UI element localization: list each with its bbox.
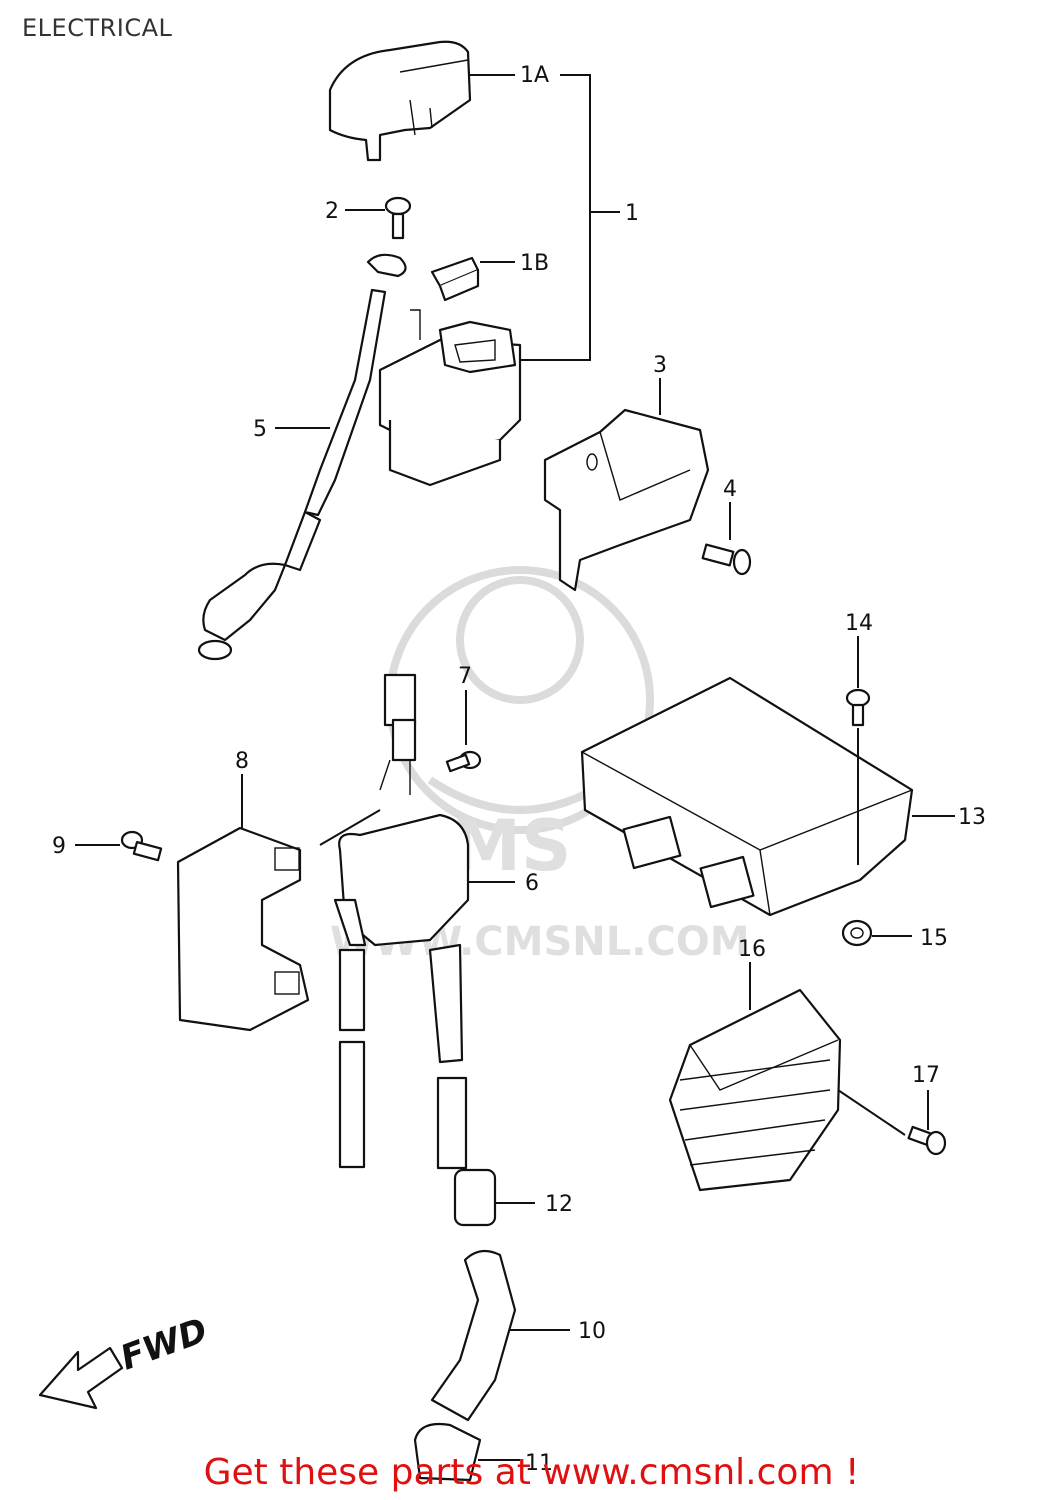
callout-15: 15 xyxy=(920,926,948,951)
callout-4: 4 xyxy=(723,477,737,502)
plug-boot-10 xyxy=(430,1249,517,1422)
nut-15 xyxy=(841,919,873,947)
callout-2: 2 xyxy=(325,199,339,224)
callout-6: 6 xyxy=(525,871,539,896)
bracket-3 xyxy=(543,408,710,592)
callout-11: 11 xyxy=(525,1451,553,1476)
callout-1B: 1B xyxy=(520,251,549,276)
fwd-arrow: FWD xyxy=(38,1310,213,1410)
regulator-16 xyxy=(668,988,842,1192)
screw-2 xyxy=(384,196,412,240)
callout-17: 17 xyxy=(912,1063,940,1088)
callout-14: 14 xyxy=(845,611,873,636)
ignition-coil-6 xyxy=(333,673,470,1169)
plug-cap-12 xyxy=(436,1076,497,1227)
fwd-label: FWD xyxy=(115,1310,212,1378)
bolt-4 xyxy=(701,543,752,576)
callout-1A: 1A xyxy=(520,63,549,88)
coil-bracket-8 xyxy=(176,826,310,1032)
diagram-title: ELECTRICAL xyxy=(22,14,173,42)
callout-3: 3 xyxy=(653,353,667,378)
footer-link-text[interactable]: Get these parts at www.cmsnl.com ! xyxy=(203,1452,860,1493)
cap-11 xyxy=(413,1422,482,1482)
callout-13: 13 xyxy=(958,805,986,830)
relay-cover-1A xyxy=(328,40,472,162)
screw-17 xyxy=(907,1125,947,1156)
starter-cable-5 xyxy=(197,253,407,661)
screw-14 xyxy=(845,688,871,727)
callout-8: 8 xyxy=(235,749,249,774)
fuse-1B xyxy=(430,256,480,302)
leader-lines xyxy=(75,74,955,1461)
callout-5: 5 xyxy=(253,417,267,442)
starter-relay-1 xyxy=(378,309,522,487)
screw-7 xyxy=(445,750,482,773)
igniter-unit-13 xyxy=(580,676,914,917)
callout-10: 10 xyxy=(578,1319,606,1344)
callout-9: 9 xyxy=(52,834,66,859)
callout-12: 12 xyxy=(545,1192,573,1217)
callout-7: 7 xyxy=(458,664,472,689)
callout-16: 16 xyxy=(738,937,766,962)
callout-1: 1 xyxy=(625,201,639,226)
screw-9 xyxy=(120,830,163,862)
